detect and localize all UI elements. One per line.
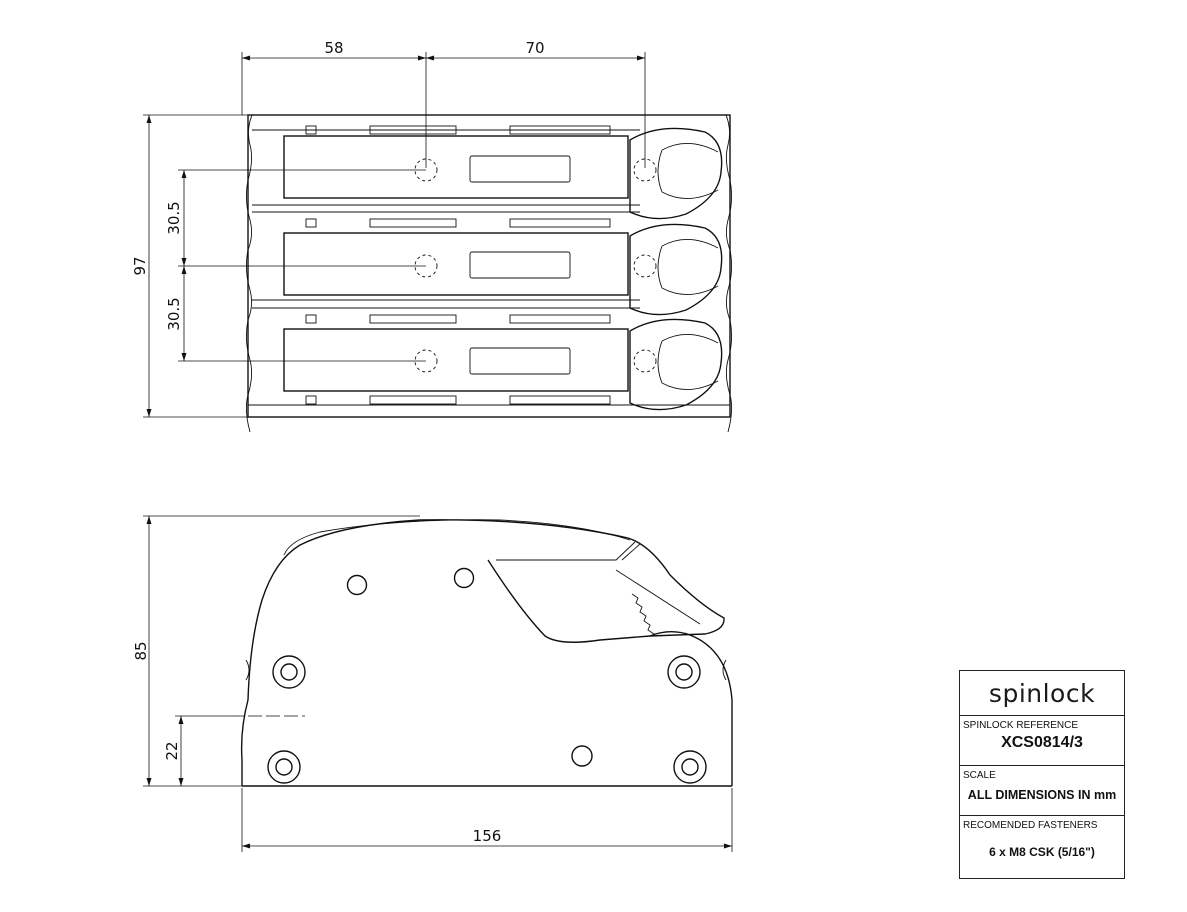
dim-70: 70 [525,39,544,57]
dim-30-5-upper: 30.5 [165,201,183,234]
dim-30-5-lower: 30.5 [165,297,183,330]
channel-3 [283,314,723,411]
dim-156: 156 [473,827,502,845]
channel-2 [252,218,723,316]
side-view: 85 22 156 [132,515,733,852]
length-dimension: 156 [241,788,733,852]
fastener-front-bottom [267,750,301,784]
dim-22: 22 [163,741,181,760]
reference-value: XCS0814/3 [1001,734,1083,751]
fastener-front-top [272,655,306,689]
dim-58: 58 [324,39,343,57]
top-dimension: 58 70 [241,39,646,168]
scale-value: ALL DIMENSIONS IN mm [967,788,1117,802]
height-dimension: 97 [131,114,248,418]
top-view: 58 70 97 30.5 30.5 [131,39,733,433]
fastener-rear-top [667,655,701,689]
side-height-dimension: 85 [132,515,420,787]
channel-1 [252,125,723,220]
scale-cell: SCALE ALL DIMENSIONS IN mm [960,766,1124,816]
fasteners-label: RECOMENDED FASTENERS [963,820,1098,831]
pitch-dimension: 30.5 30.5 [165,169,426,362]
title-block: spinlock SPINLOCK REFERENCE XCS0814/3 SC… [959,670,1125,879]
dim-85: 85 [132,641,150,660]
fasteners-value: 6 x M8 CSK (5/16") [989,845,1095,859]
scale-label: SCALE [963,770,996,781]
reference-cell: SPINLOCK REFERENCE XCS0814/3 [960,716,1124,766]
dim-97: 97 [131,256,149,275]
brand-logo: spinlock [960,671,1124,716]
reference-label: SPINLOCK REFERENCE [963,720,1079,731]
clutch-body-top [245,114,733,433]
fastener-rear-bottom [673,750,707,784]
fasteners-cell: RECOMENDED FASTENERS 6 x M8 CSK (5/16") [960,816,1124,878]
logo-text: spinlock [988,678,1096,708]
base-height-dimension: 22 [163,715,305,786]
clutch-body-side [240,519,733,787]
